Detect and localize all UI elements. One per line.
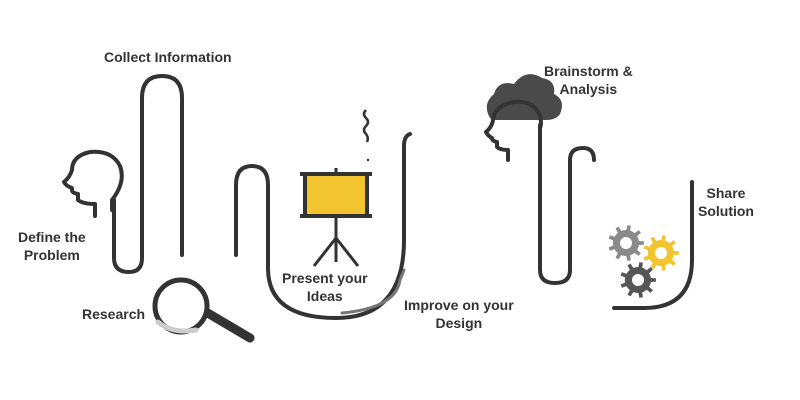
- gear-dark-hole: [632, 274, 644, 286]
- gears-icon: [608, 225, 679, 298]
- process-path-3: [340, 268, 406, 315]
- process-path: [112, 73, 184, 275]
- gear-yellow-hole: [655, 247, 667, 259]
- step-label-present-your-ideas: Present your Ideas: [282, 270, 368, 304]
- step-label-improve-on-your-design: Improve on your Design: [404, 297, 514, 331]
- step-label-share-solution: Share Solution: [698, 185, 754, 219]
- head-icon: [62, 149, 124, 218]
- easel-icon: [300, 109, 372, 267]
- gear-gray-hole: [620, 237, 632, 249]
- step-label-research: Research: [82, 306, 146, 322]
- process-path-2: [234, 132, 412, 321]
- cloud-head-icon: [484, 74, 562, 162]
- step-label-collect-information: Collect Information: [104, 49, 232, 65]
- magnifier-icon: [152, 277, 255, 343]
- process-path-5: [612, 180, 694, 310]
- process-path-4: [538, 123, 596, 286]
- step-label-define-the-problem: Define the Problem: [18, 229, 86, 263]
- step-label-brainstorm-analysis: Brainstorm & Analysis: [544, 63, 633, 97]
